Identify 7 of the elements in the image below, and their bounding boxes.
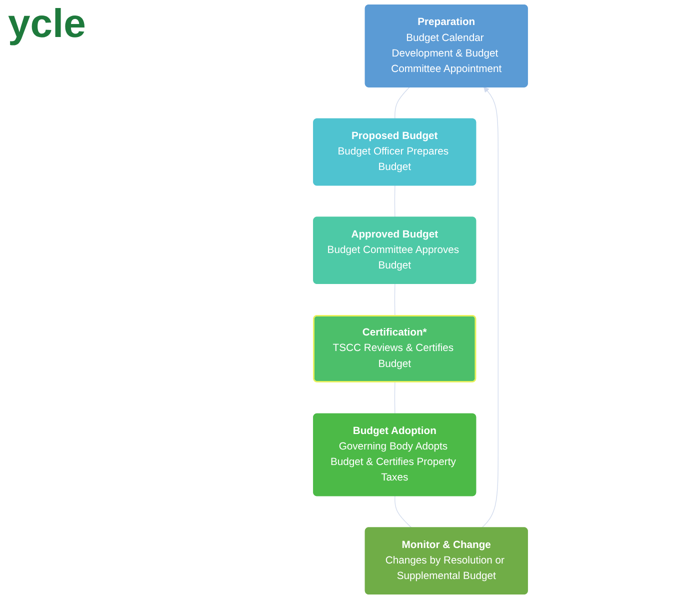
connector xyxy=(394,283,396,316)
connector xyxy=(394,185,396,218)
arrow xyxy=(481,86,498,528)
title: ycle xyxy=(8,2,86,47)
connector xyxy=(394,86,410,120)
connector xyxy=(394,382,396,415)
connector xyxy=(394,496,412,528)
